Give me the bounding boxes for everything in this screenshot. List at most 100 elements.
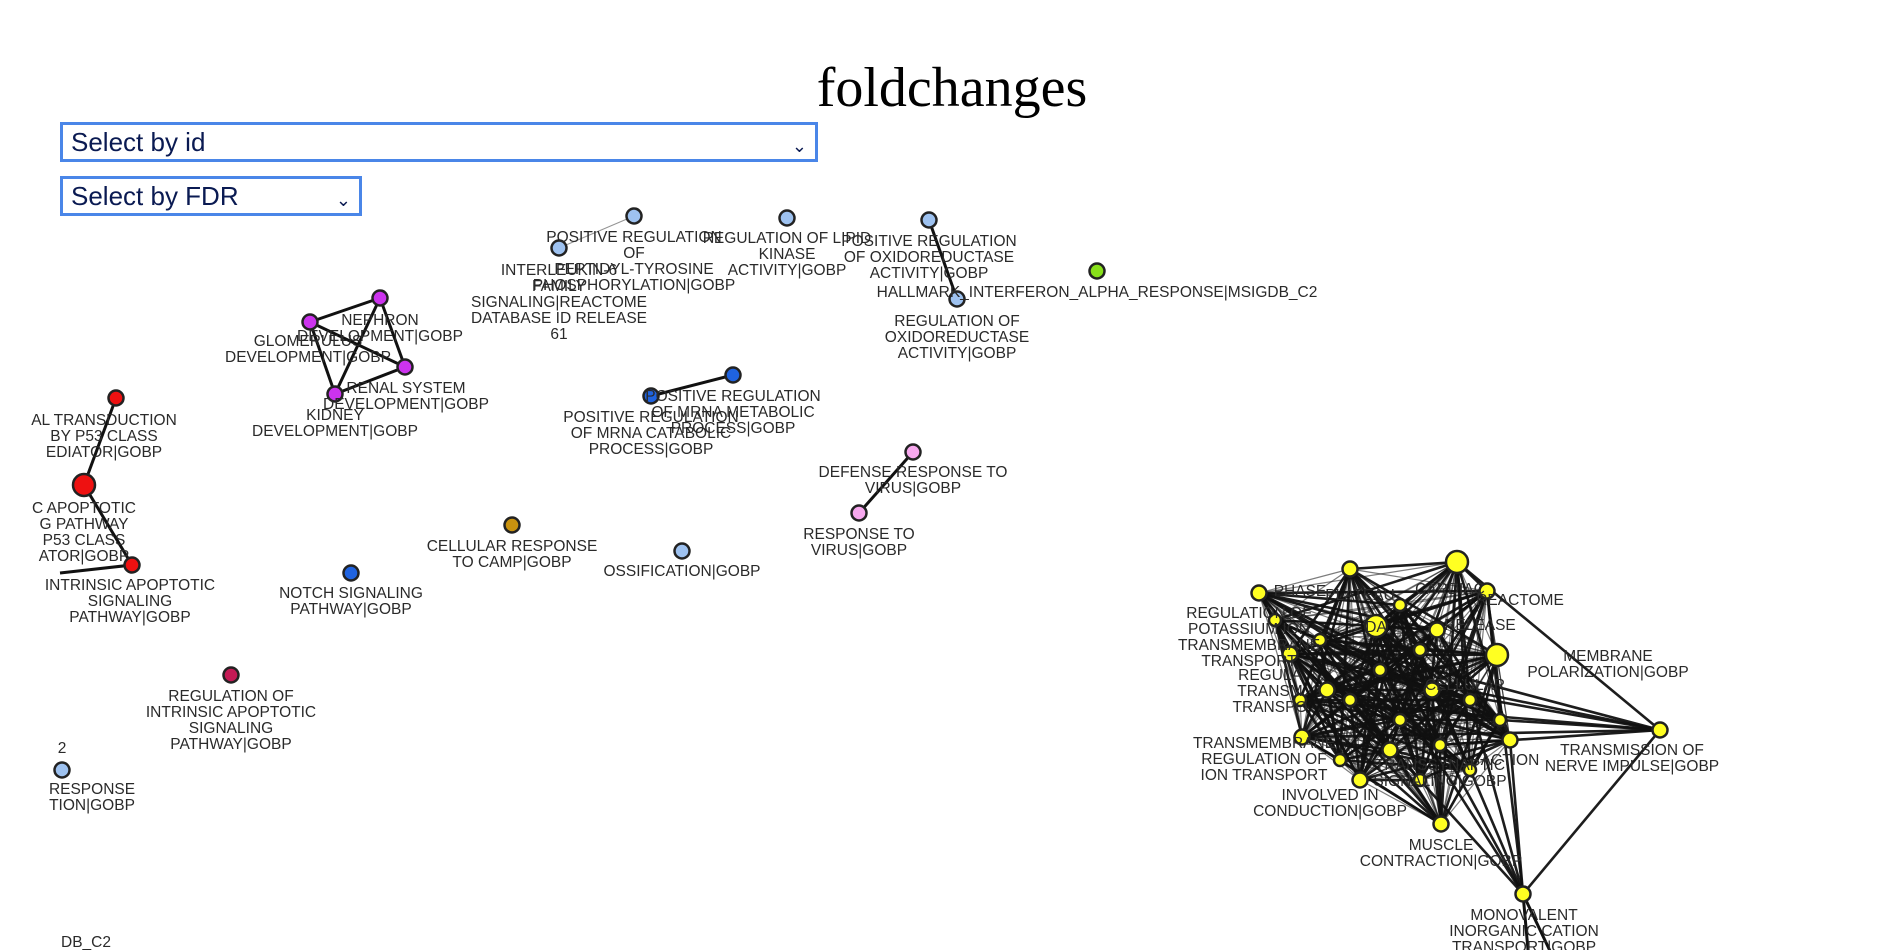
node-defense_virus[interactable]: [904, 443, 922, 461]
node-label-line: INTRINSIC APOPTOTIC: [146, 704, 316, 721]
node-label-line: MEMBRANE: [1563, 648, 1653, 665]
node-notch[interactable]: [342, 564, 360, 582]
node-pos_reg_top[interactable]: [625, 207, 643, 225]
node-y-extra-10[interactable]: [1332, 752, 1348, 768]
edge-y_membrane-y_synaptic: [1496, 654, 1511, 741]
node-y_trans_low[interactable]: [1293, 728, 1311, 746]
edge-p53_apop-intrinsic: [82, 484, 134, 566]
node-label-line: TRANSMEMBRANE: [1178, 637, 1320, 654]
edge-y_x0-y_x10: [1274, 619, 1341, 761]
node-y-extra-0[interactable]: [1267, 612, 1283, 628]
node-response_virus[interactable]: [850, 504, 868, 522]
node-y-extra-2[interactable]: [1392, 597, 1408, 613]
node-lipid_kinase[interactable]: [778, 209, 796, 227]
node-y-extra-12[interactable]: [1462, 762, 1478, 778]
node-label-line: PHOSPHORYLATION|GOBP: [533, 277, 735, 294]
node-glomerulus[interactable]: [301, 313, 319, 331]
edge-y_x9-y_x10: [1339, 669, 1381, 761]
node-reg_oxido[interactable]: [948, 290, 966, 308]
node-y_release[interactable]: [1428, 621, 1446, 639]
node-y_phase[interactable]: [1250, 584, 1268, 602]
edge-y_action-y_x12: [1389, 748, 1471, 772]
node-y_reg_potassium[interactable]: [1281, 645, 1299, 663]
node-y_reg2[interactable]: [1318, 681, 1336, 699]
node-left_cut_response[interactable]: [53, 761, 71, 779]
node-intrinsic[interactable]: [123, 556, 141, 574]
node-label-line: DATABASE ID RELEASE: [471, 310, 647, 327]
node-y_cellular[interactable]: [1423, 681, 1441, 699]
edge-y_reactome-y_cellular: [1430, 590, 1489, 691]
edge-y_x3-y_x12: [1418, 649, 1472, 771]
edge-y_trans_low-y_x11: [1301, 736, 1421, 781]
node-interleukin[interactable]: [550, 239, 568, 257]
edge-y_x2-y_x13: [1399, 604, 1501, 721]
select-by-id-value: Select by id: [71, 127, 206, 157]
node-y_center[interactable]: [1363, 613, 1389, 639]
node-y_monovalent[interactable]: [1514, 885, 1532, 903]
node-y_conduction[interactable]: [1351, 771, 1369, 789]
node-kidney[interactable]: [326, 385, 344, 403]
node-y-extra-11[interactable]: [1412, 772, 1428, 788]
node-y_membrane[interactable]: [1484, 642, 1510, 668]
node-label-line: GLOMERULUS: [254, 333, 363, 350]
node-pos_mrna_meta[interactable]: [724, 366, 742, 384]
node-label-line: CELLULAR: [1425, 677, 1505, 694]
node-label-line: POSITIVE REGULATION: [563, 409, 738, 426]
edge-y_x10-y_x11: [1339, 759, 1421, 781]
node-p53_signal[interactable]: [107, 389, 125, 407]
edge-glomerulus-kidney: [308, 321, 337, 395]
node-reg_intrinsic[interactable]: [222, 666, 240, 684]
node-ossification[interactable]: [673, 542, 691, 560]
node-label-line: INORGANIC CATION: [1449, 923, 1599, 940]
node-pos_oxido[interactable]: [920, 211, 938, 229]
node-label-left_cut_2: 2: [58, 740, 67, 757]
edge-y_x4-y_x5: [1349, 699, 1401, 721]
edge-y_x1-y_x8: [1299, 639, 1321, 701]
select-by-id-dropdown[interactable]: Select by id ⌄: [60, 122, 818, 162]
node-y-extra-7[interactable]: [1462, 692, 1478, 708]
edge-y_x8-y_x13: [1299, 699, 1501, 721]
node-nephron[interactable]: [371, 289, 389, 307]
node-ifn_alpha[interactable]: [1088, 262, 1106, 280]
node-y-extra-8[interactable]: [1292, 692, 1308, 708]
node-camp[interactable]: [503, 516, 521, 534]
node-label-line: OXIDOREDUCTASE: [885, 329, 1029, 346]
edge-y_x5-y_x8: [1299, 698, 1401, 722]
node-y-extra-1[interactable]: [1312, 632, 1328, 648]
node-label-line: AL TRANSDUCTION: [31, 412, 177, 429]
node-y_synaptic[interactable]: [1501, 731, 1519, 749]
edge-y_phase-y_top1: [1258, 568, 1351, 594]
select-by-fdr-dropdown[interactable]: Select by FDR ⌄: [60, 176, 362, 216]
node-y-extra-4[interactable]: [1342, 692, 1358, 708]
node-renal[interactable]: [396, 358, 414, 376]
node-label-line: POTASSIUM ION: [1188, 621, 1310, 638]
edge-y_x11-y_x13: [1419, 719, 1501, 781]
node-y-extra-5[interactable]: [1392, 712, 1408, 728]
node-y-extra-6[interactable]: [1432, 737, 1448, 753]
node-y_top2[interactable]: [1444, 549, 1470, 575]
node-y_reactome[interactable]: [1478, 582, 1496, 600]
node-label-line: HALLMARK_INTERFERON_ALPHA_RESPONSE|MSIGD…: [877, 284, 1318, 301]
node-label-line: TRANSSYNAPTIC: [1375, 757, 1505, 774]
node-y_action[interactable]: [1381, 741, 1399, 759]
node-y-extra-3[interactable]: [1412, 642, 1428, 658]
node-pos_mrna_cata[interactable]: [642, 387, 660, 405]
node-label-line: BY P53 CLASS: [50, 428, 157, 445]
node-y_muscle[interactable]: [1432, 815, 1450, 833]
node-label-line: ACTIVITY|GOBP: [898, 345, 1017, 362]
edge-defense_virus-response_virus: [857, 451, 915, 514]
node-p53_apop[interactable]: [71, 472, 97, 498]
node-y_top1[interactable]: [1341, 560, 1359, 578]
node-y_synapse[interactable]: [1651, 721, 1669, 739]
edge-y_top1-y_top2: [1349, 560, 1458, 571]
node-y-extra-13[interactable]: [1492, 712, 1508, 728]
node-y-extra-9[interactable]: [1372, 662, 1388, 678]
edge-y_release-y_x13: [1436, 629, 1501, 721]
node-label-line: OSSIFICATION|GOBP: [603, 563, 760, 580]
